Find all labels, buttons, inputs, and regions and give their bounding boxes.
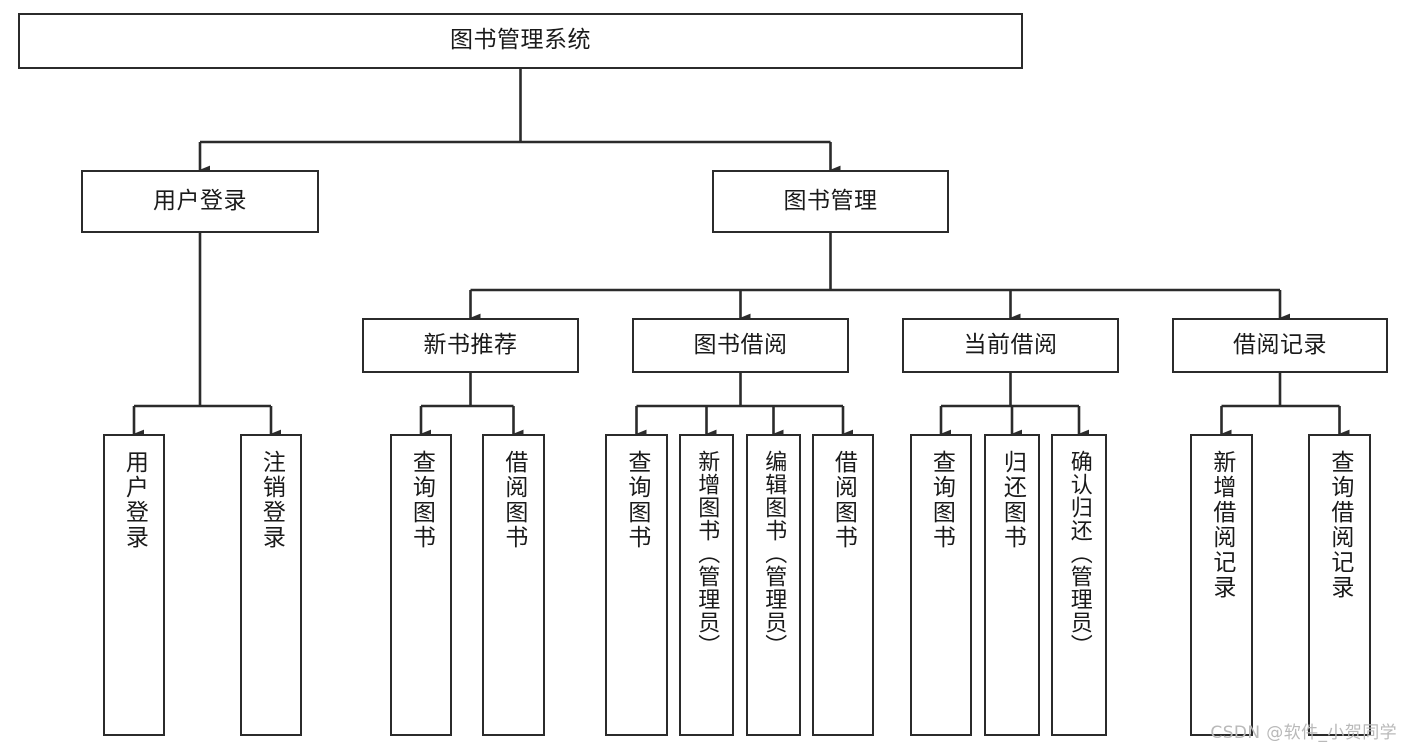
leaf-add-book[interactable]: 新增图书（管理员） xyxy=(679,434,734,736)
node-borrow-record-label: 借阅记录 xyxy=(1233,331,1327,358)
node-root[interactable]: 图书管理系统 xyxy=(18,13,1023,69)
node-book-borrow-label: 图书借阅 xyxy=(693,331,788,358)
node-new-book-recommend-label: 新书推荐 xyxy=(423,331,518,358)
leaf-query-book-1-label: 查询图书 xyxy=(408,450,435,550)
leaf-add-book-label: 新增图书（管理员） xyxy=(694,450,720,657)
leaf-return-book-label: 归还图书 xyxy=(999,450,1026,550)
leaf-query-book-2[interactable]: 查询图书 xyxy=(605,434,668,736)
leaf-edit-book-label: 编辑图书（管理员） xyxy=(761,450,787,657)
leaf-borrow-book-1[interactable]: 借阅图书 xyxy=(482,434,545,736)
leaf-add-borrow-record-label: 新增借阅记录 xyxy=(1208,450,1235,600)
leaf-edit-book[interactable]: 编辑图书（管理员） xyxy=(746,434,801,736)
leaf-user-login-label: 用户登录 xyxy=(121,450,148,550)
node-root-label: 图书管理系统 xyxy=(450,27,591,54)
leaf-confirm-return-label: 确认归还（管理员） xyxy=(1066,450,1092,657)
node-borrow-record[interactable]: 借阅记录 xyxy=(1172,318,1388,373)
leaf-borrow-book-1-label: 借阅图书 xyxy=(500,450,527,550)
node-user-login[interactable]: 用户登录 xyxy=(81,170,319,233)
leaf-query-book-1[interactable]: 查询图书 xyxy=(390,434,452,736)
leaf-query-book-3[interactable]: 查询图书 xyxy=(910,434,972,736)
node-current-borrow[interactable]: 当前借阅 xyxy=(902,318,1119,373)
node-book-manage-label: 图书管理 xyxy=(783,187,878,214)
node-new-book-recommend[interactable]: 新书推荐 xyxy=(362,318,579,373)
leaf-query-book-2-label: 查询图书 xyxy=(623,450,650,550)
leaf-query-book-3-label: 查询图书 xyxy=(928,450,955,550)
leaf-add-borrow-record[interactable]: 新增借阅记录 xyxy=(1190,434,1253,736)
leaf-user-login[interactable]: 用户登录 xyxy=(103,434,165,736)
leaf-return-book[interactable]: 归还图书 xyxy=(984,434,1040,736)
leaf-query-borrow-record-label: 查询借阅记录 xyxy=(1326,450,1353,600)
node-book-borrow[interactable]: 图书借阅 xyxy=(632,318,849,373)
leaf-logout[interactable]: 注销登录 xyxy=(240,434,302,736)
node-current-borrow-label: 当前借阅 xyxy=(963,331,1058,358)
leaf-borrow-book-2[interactable]: 借阅图书 xyxy=(812,434,874,736)
leaf-borrow-book-2-label: 借阅图书 xyxy=(830,450,857,550)
node-user-login-label: 用户登录 xyxy=(153,187,247,214)
leaf-query-borrow-record[interactable]: 查询借阅记录 xyxy=(1308,434,1371,736)
node-book-manage[interactable]: 图书管理 xyxy=(712,170,949,233)
watermark: CSDN @软件_小贺同学 xyxy=(1210,723,1397,743)
leaf-logout-label: 注销登录 xyxy=(258,450,285,550)
leaf-confirm-return[interactable]: 确认归还（管理员） xyxy=(1051,434,1107,736)
